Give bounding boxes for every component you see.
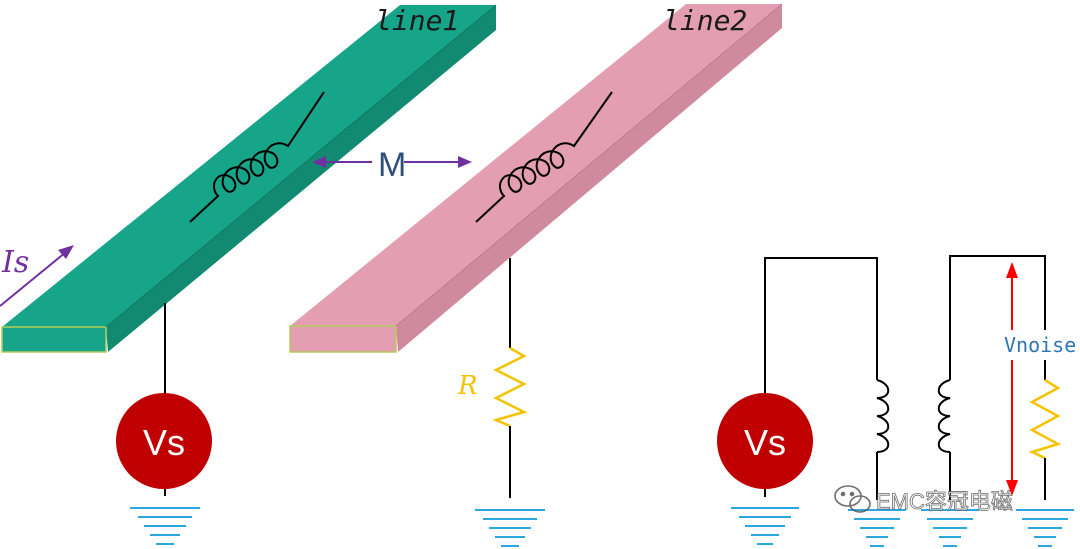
coil-icon: [937, 379, 951, 453]
zigzag-resistor-icon: [492, 346, 528, 428]
line2-edge: [395, 3, 783, 327]
coil-icon: [876, 379, 890, 453]
coil-icon: [475, 91, 613, 223]
resistor-label: R: [457, 371, 478, 401]
source-label-right: Vs: [744, 422, 786, 463]
voltage-source-icon: [717, 393, 813, 489]
mutual-inductance-arrow: [312, 156, 472, 168]
noise-label: Vnoise: [1004, 333, 1076, 357]
source-label-left: Vs: [143, 422, 185, 463]
voltage-source-icon: [116, 393, 212, 489]
current-label: Is: [1, 245, 29, 280]
coil-icon: [189, 91, 325, 223]
line1-end-face: [1, 326, 107, 353]
current-arrow: [0, 245, 74, 307]
line1-side-face: [106, 5, 496, 352]
line2-side-face: [396, 4, 782, 352]
ground-icon: [130, 507, 200, 545]
ground-icon: [475, 509, 545, 547]
watermark: EMC容冠电磁: [834, 485, 1013, 514]
ground-icon: [921, 509, 979, 547]
line1-edge: [105, 4, 497, 328]
line2-end-face: [289, 325, 397, 353]
line2-label: line2: [663, 4, 747, 37]
line1-label: line1: [375, 4, 459, 37]
ground-icon: [848, 509, 906, 547]
wechat-icon: [834, 485, 871, 513]
ground-icon: [1016, 509, 1074, 547]
noise-arrow: [1006, 262, 1018, 496]
mutual-label: M: [378, 146, 406, 184]
victim-loop-wire: [949, 255, 1046, 380]
source-loop-wire: [764, 257, 878, 497]
line1-top-face: [2, 5, 496, 327]
noise-label-backing: [1002, 330, 1078, 360]
zigzag-resistor-icon: [1028, 378, 1062, 460]
line1-conductor: [1, 4, 497, 353]
watermark-text: EMC容冠电磁: [876, 489, 1013, 514]
ground-icon: [731, 507, 799, 545]
